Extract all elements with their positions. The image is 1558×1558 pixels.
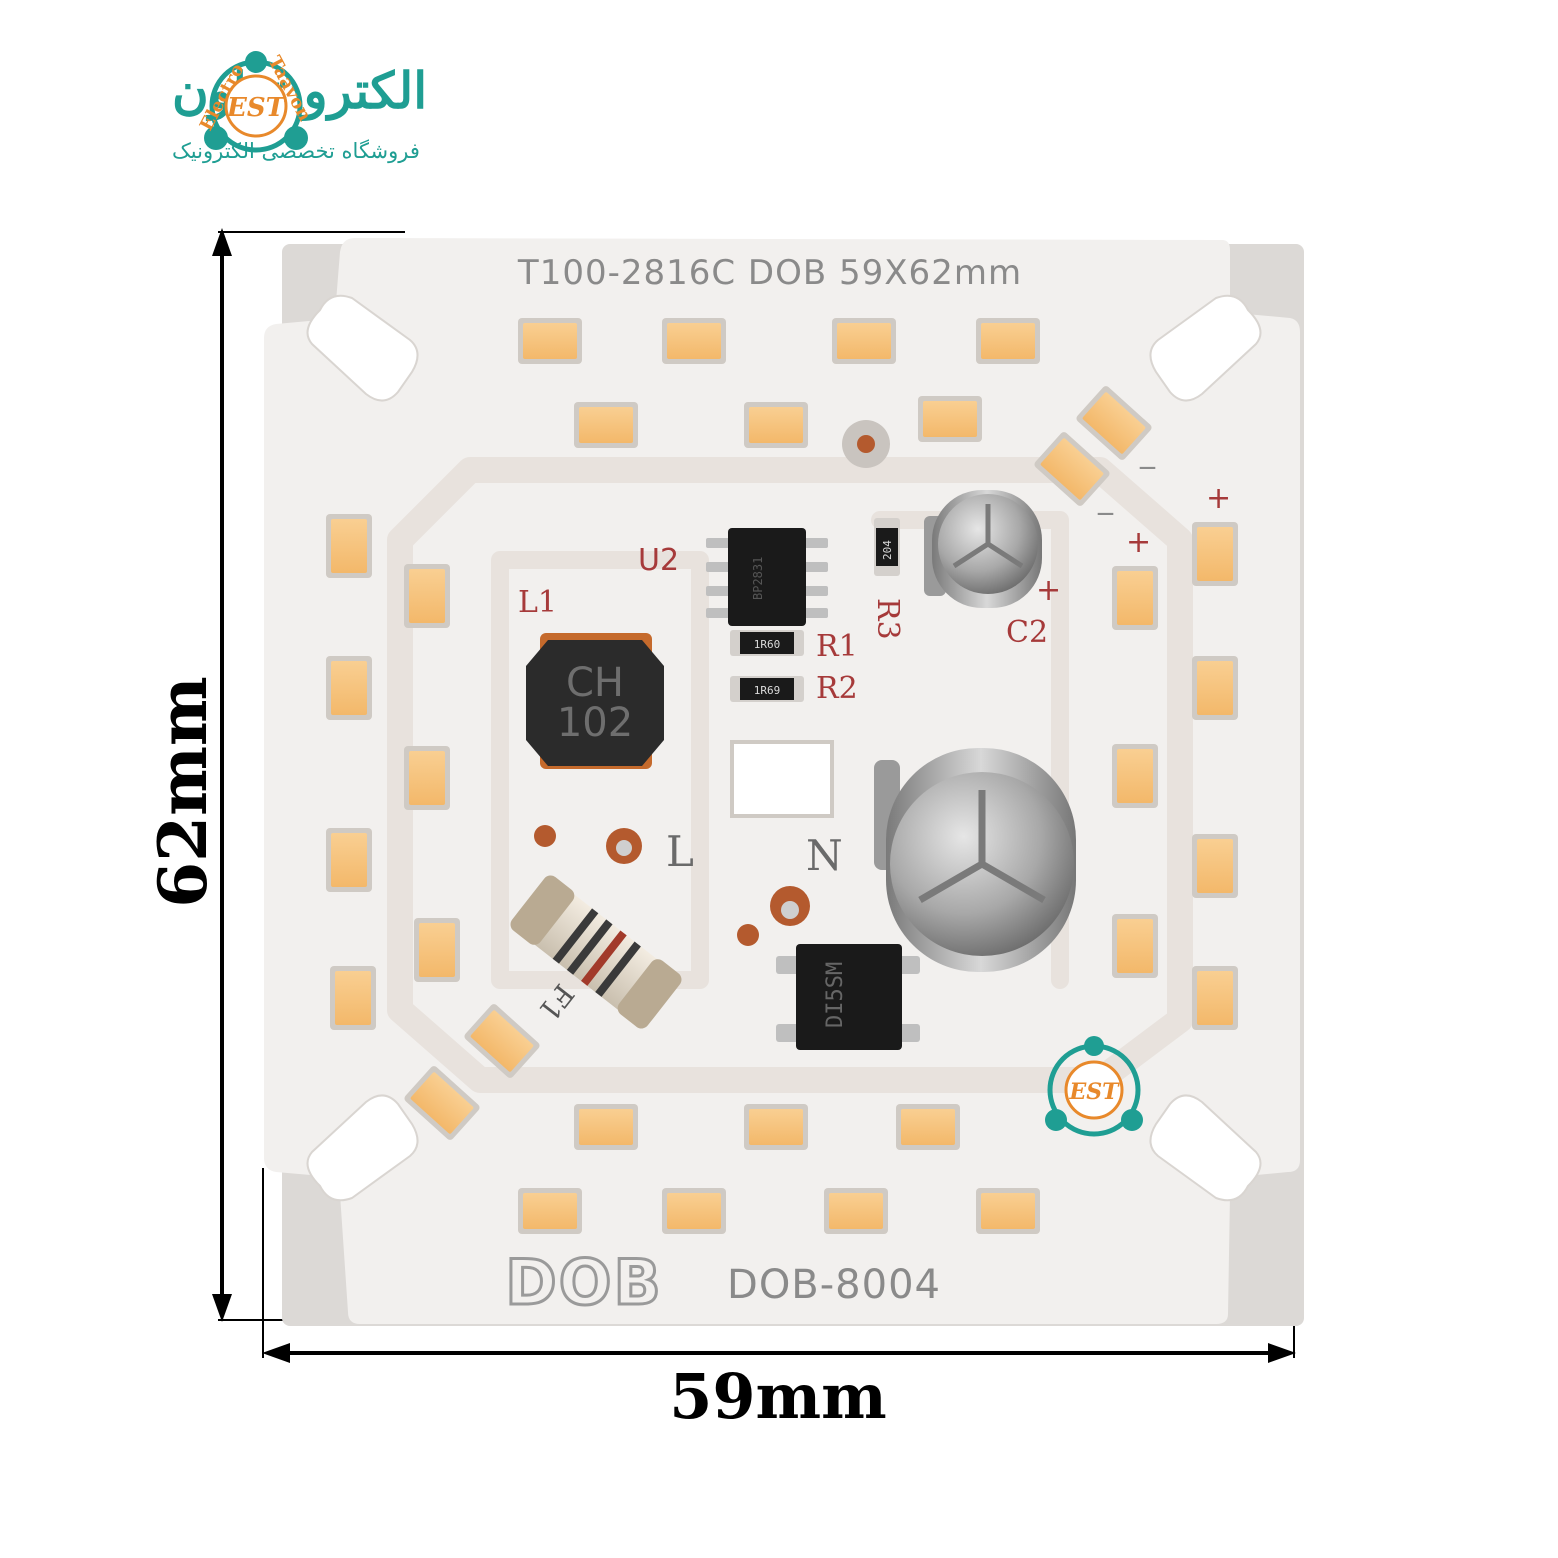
smd-led xyxy=(976,1188,1040,1234)
smd-led xyxy=(404,564,450,628)
ref-l: L xyxy=(666,827,694,876)
ref-r3: R3 xyxy=(870,598,905,640)
board-watermark-icon: EST xyxy=(1045,1036,1143,1137)
smd-led xyxy=(326,656,372,720)
resistor-r3: 204 xyxy=(874,518,900,576)
smd-led xyxy=(330,966,376,1030)
smd-led xyxy=(824,1188,888,1234)
ref-n: N xyxy=(806,831,843,880)
board-bottom-model: DOB-8004 xyxy=(727,1262,941,1308)
bridge-rectifier: DI5SM xyxy=(776,944,920,1050)
smd-led xyxy=(1192,834,1238,898)
mount-slot-br xyxy=(1149,1094,1262,1202)
resistor-r1-code: 1R60 xyxy=(754,638,781,651)
center-window xyxy=(730,740,834,818)
smd-led xyxy=(662,318,726,364)
smd-led xyxy=(404,746,450,810)
led-array xyxy=(326,318,1238,1234)
board-watermark-core: EST xyxy=(1068,1079,1120,1105)
fuse-f1 xyxy=(510,875,682,1029)
ic-u2: BP2831 xyxy=(706,528,828,626)
brand-logo: الکترو تعاون فروشگاه تخصصی الکترونیک EST… xyxy=(172,51,427,164)
led-pcb-board: T100-2816C DOB 59X62mm BP2831 U2 1 xyxy=(264,238,1304,1326)
height-label: 62mm xyxy=(144,676,222,908)
polarity-minus-1: _ xyxy=(1097,481,1114,516)
polarity-minus-2: _ xyxy=(1139,435,1156,470)
resistor-r3-code: 204 xyxy=(881,540,894,560)
smd-led xyxy=(1192,522,1238,586)
ic-u2-marking: BP2831 xyxy=(751,557,765,600)
smd-led xyxy=(744,402,808,448)
width-label: 59mm xyxy=(669,1360,886,1433)
bridge-marking: DI5SM xyxy=(823,962,848,1028)
ref-r1: R1 xyxy=(816,629,858,664)
dimension-width: 59mm xyxy=(262,1168,1296,1433)
resistor-r2: 1R69 xyxy=(730,676,804,702)
ref-u2: U2 xyxy=(638,543,679,578)
smd-led xyxy=(1034,432,1110,506)
smd-led xyxy=(918,396,982,442)
smd-led xyxy=(896,1104,960,1150)
ref-r2: R2 xyxy=(816,671,858,706)
brand-emblem-icon: EST xyxy=(204,51,308,153)
smd-led xyxy=(326,514,372,578)
smd-led xyxy=(518,1188,582,1234)
smd-led xyxy=(976,318,1040,364)
inductor-line1: CH xyxy=(566,660,624,706)
smd-led xyxy=(1112,744,1158,808)
smd-led xyxy=(518,318,582,364)
smd-led xyxy=(464,1004,540,1078)
board-top-label: T100-2816C DOB 59X62mm xyxy=(517,253,1022,293)
smd-led xyxy=(326,828,372,892)
smd-led xyxy=(574,402,638,448)
inductor-line2: 102 xyxy=(557,700,633,746)
smd-led xyxy=(744,1104,808,1150)
polarity-plus-2: + xyxy=(1206,481,1231,516)
smd-led xyxy=(662,1188,726,1234)
board-bottom-logo: DOB xyxy=(505,1246,662,1319)
smd-led xyxy=(1112,914,1158,978)
resistor-r1: 1R60 xyxy=(730,630,804,656)
inductor-l1: CH 102 xyxy=(526,633,664,769)
smd-led xyxy=(574,1104,638,1150)
ref-l1: L1 xyxy=(518,585,557,620)
mount-slot-bl xyxy=(306,1094,419,1202)
smd-led xyxy=(1076,386,1152,460)
brand-emblem-core: EST xyxy=(226,93,287,123)
smd-led xyxy=(404,1066,480,1140)
resistor-r2-code: 1R69 xyxy=(754,684,781,697)
mount-slot-tl xyxy=(306,294,419,402)
polarity-plus-1: + xyxy=(1126,525,1151,560)
smd-led xyxy=(832,318,896,364)
capacitor-main xyxy=(874,748,1076,972)
c2-plus: + xyxy=(1036,573,1061,608)
smd-led xyxy=(1192,656,1238,720)
pcb-pads xyxy=(534,420,890,946)
smd-led xyxy=(1192,966,1238,1030)
dimension-height: 62mm xyxy=(144,228,405,1322)
capacitor-c2 xyxy=(924,490,1042,608)
smd-led xyxy=(414,918,460,982)
ref-c2: C2 xyxy=(1006,615,1048,650)
mount-slot-tr xyxy=(1149,294,1262,402)
smd-led xyxy=(1112,566,1158,630)
